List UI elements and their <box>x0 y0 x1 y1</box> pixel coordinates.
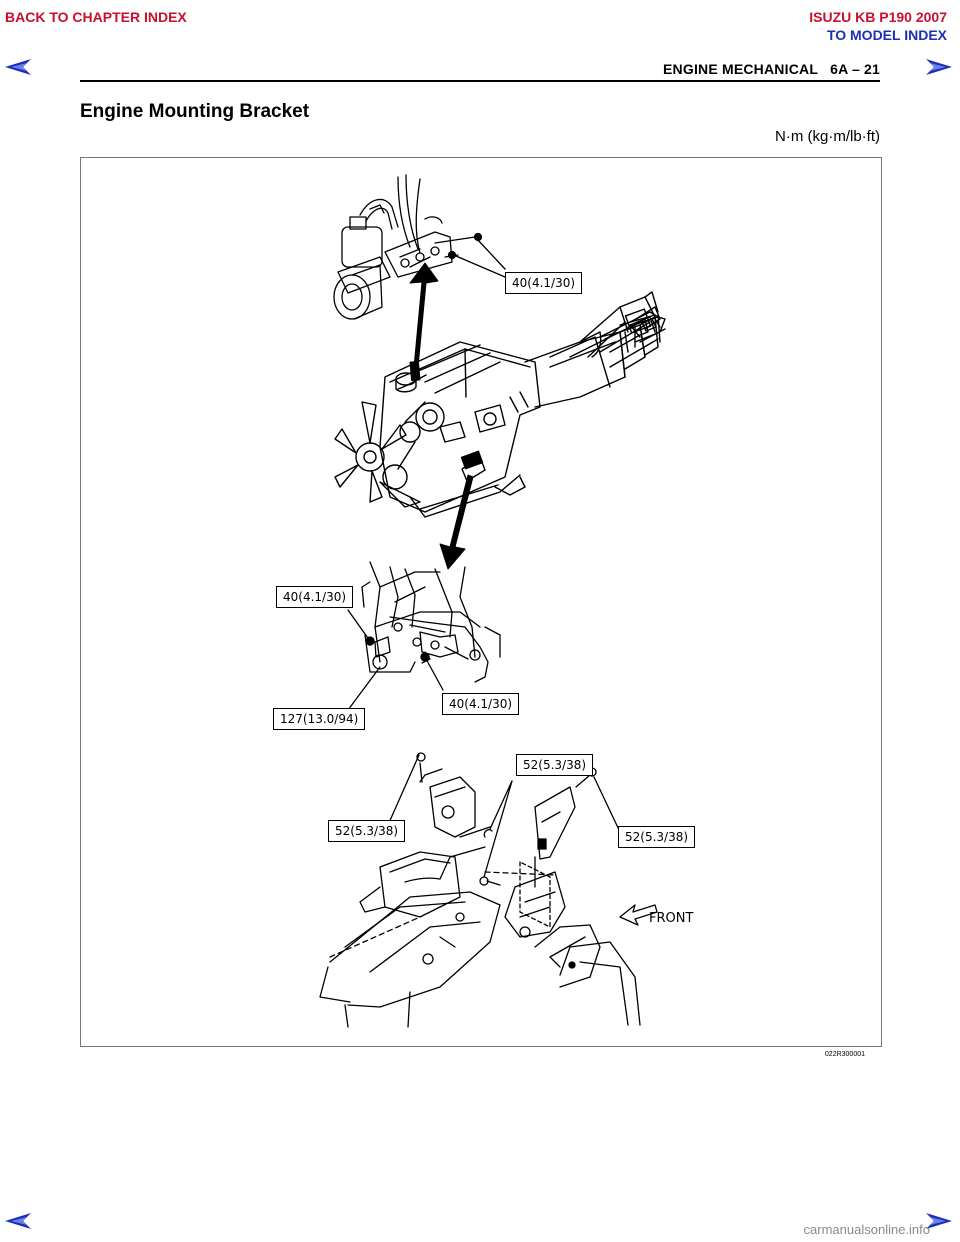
section-title: Engine Mounting Bracket <box>80 101 310 122</box>
front-label: FRONT <box>649 911 694 926</box>
arrow-up-to-detail <box>409 262 439 368</box>
torque-callout-low-top: 52(5.3/38) <box>516 754 594 776</box>
torque-callout-mid-right: 40(4.1/30) <box>442 693 520 715</box>
leader-low-1 <box>387 754 420 826</box>
torque-callout-mid-upper: 40(4.1/30) <box>276 586 354 608</box>
figure-frame <box>80 157 882 1047</box>
leader-low-3 <box>483 780 513 878</box>
torque-callout-low-right: 52(5.3/38) <box>618 826 696 848</box>
leader-mid-1 <box>347 609 371 642</box>
running-header: ENGINE MECHANICAL 6A – 21 <box>663 61 880 77</box>
leader-mid-3 <box>347 666 381 711</box>
leader-top-1 <box>476 238 506 270</box>
back-to-chapter-index-link[interactable]: BACK TO CHAPTER INDEX <box>5 9 187 25</box>
figure-id: 022R300001 <box>824 1051 865 1058</box>
engine-transmission <box>334 291 666 518</box>
model-title-link[interactable]: ISUZU KB P190 2007 <box>809 9 947 25</box>
arrow-left-bottom-icon[interactable] <box>3 1211 33 1231</box>
torque-units: N·m (kg·m/lb·ft) <box>775 128 880 145</box>
to-model-index-link[interactable]: TO MODEL INDEX <box>826 27 947 43</box>
top-bracket-detail <box>333 174 483 320</box>
leader-low-4 <box>593 776 621 833</box>
mount-insulator-detail <box>319 752 658 1028</box>
torque-callout-top: 40(4.1/30) <box>505 272 583 294</box>
torque-callout-low-left: 52(5.3/38) <box>328 820 406 842</box>
leader-mid-2 <box>424 656 444 691</box>
leader-low-2 <box>489 780 513 830</box>
arrow-right-icon[interactable] <box>924 57 954 77</box>
torque-callout-mid-lower: 127(13.0/94) <box>273 708 366 730</box>
arrow-right-bottom-icon[interactable] <box>924 1211 954 1231</box>
arrow-down-to-detail <box>439 474 474 570</box>
watermark: carmanualsonline.info <box>803 1222 930 1237</box>
leader-top-2 <box>455 255 506 278</box>
side-bracket-detail <box>361 561 501 683</box>
arrow-left-icon[interactable] <box>3 57 33 77</box>
engine-mounting-illustration <box>319 174 666 1028</box>
header-rule <box>80 80 880 82</box>
